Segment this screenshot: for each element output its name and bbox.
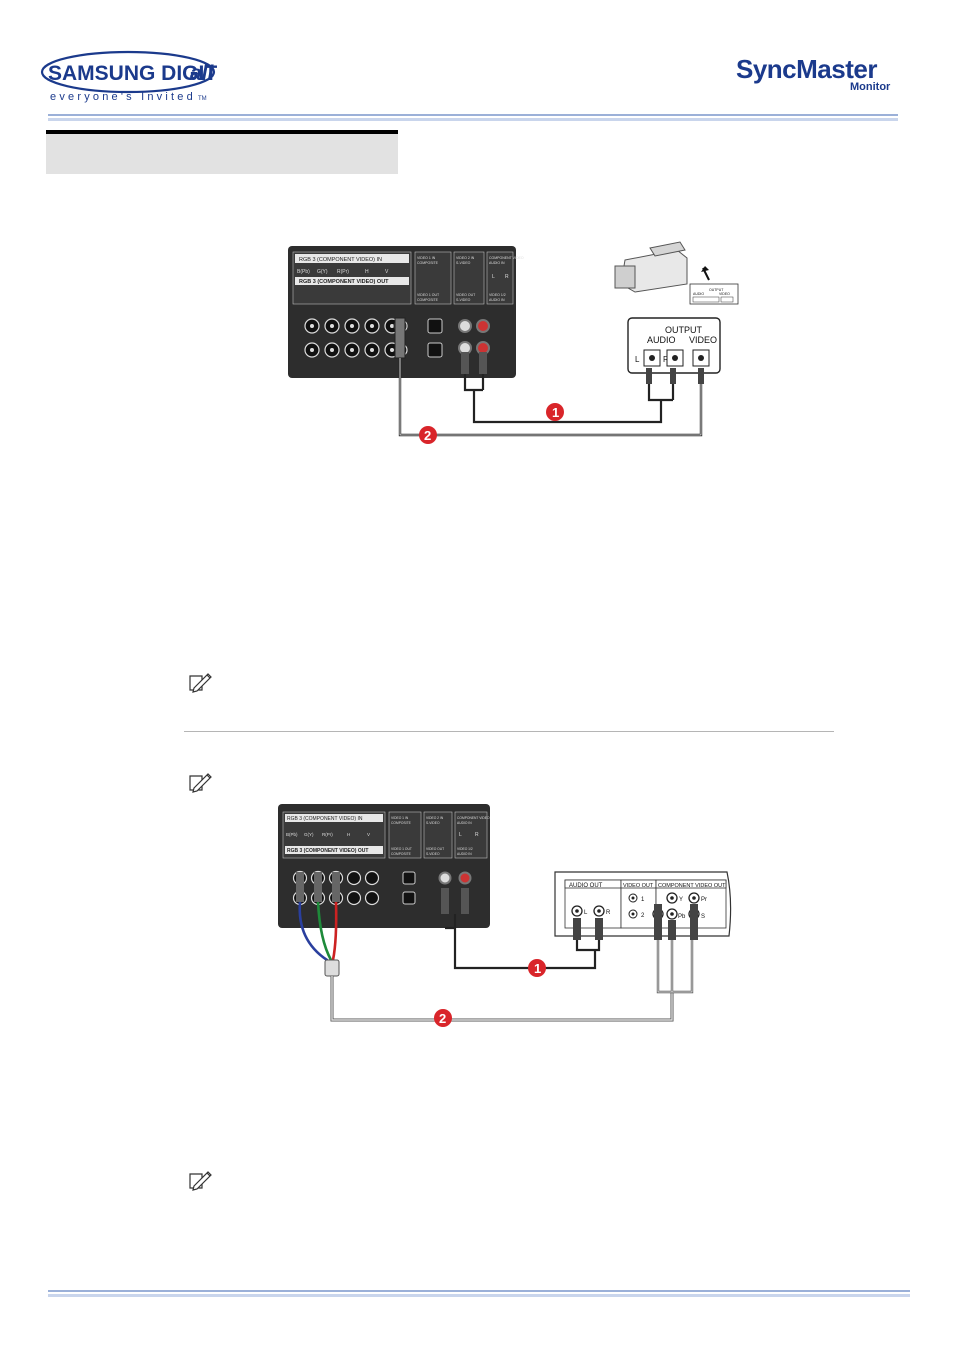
section-title-bar <box>46 130 398 174</box>
port-r: R(Pr) <box>337 269 349 275</box>
cable-1-badge <box>546 403 564 421</box>
camcorder-audio-label: AUDIO <box>647 335 676 345</box>
dvd-pb-label: Pb <box>678 914 686 920</box>
port-g: G(Y) <box>317 269 328 275</box>
camcorder-output-label: OUTPUT <box>665 325 703 335</box>
header-rule <box>48 114 898 116</box>
footer-rule <box>48 1290 910 1292</box>
port-h: H <box>347 832 350 837</box>
syncmaster-monitor-logo: SyncMaster Monitor <box>732 50 912 96</box>
camcorder-r-label: R <box>663 355 669 364</box>
panel-audio-r: R <box>505 274 509 280</box>
port-b: B(Pb) <box>286 832 298 837</box>
camcorder-l-label: L <box>635 355 640 364</box>
cable-1-badge <box>528 959 546 977</box>
port-g: G(Y) <box>304 832 314 837</box>
red-cable <box>331 901 338 961</box>
port-r: R(Pr) <box>322 832 333 837</box>
panel-video2-in: VIDEO 2 IN <box>456 256 475 260</box>
svg-text:AUDIO: AUDIO <box>693 292 704 296</box>
green-cable <box>316 901 333 961</box>
dvd-component-connection-diagram: RGB 3 (COMPONENT VIDEO) IN RGB 3 (COMPON… <box>275 800 745 1030</box>
cable-2-label: 2 <box>439 1011 446 1026</box>
panel-video1-in: VIDEO 1 IN <box>417 256 436 260</box>
panel-video2-out: VIDEO OUT <box>456 293 476 297</box>
panel-composite-in: COMPOSITE <box>391 821 412 825</box>
dvd-component-out-label: COMPONENT VIDEO OUT <box>658 883 726 889</box>
panel-audio-in2: AUDIO IN <box>489 298 505 302</box>
product-main-text: SyncMaster <box>736 54 877 84</box>
samsung-digitall-logo: SAMSUNG DIGIT all everyone's Invited TM <box>40 50 220 106</box>
component-cable <box>330 976 674 1022</box>
note-pencil-icon <box>188 770 214 794</box>
cable-2-badge <box>434 1009 452 1027</box>
camcorder-connection-diagram: RGB 3 (COMPONENT VIDEO) IN RGB 3 (COMPON… <box>285 240 745 450</box>
panel-composite-out: COMPOSITE <box>391 852 412 856</box>
panel-rgb3-in: RGB 3 (COMPONENT VIDEO) IN <box>299 257 382 263</box>
dvd-s-label: S <box>701 914 705 920</box>
panel-video12-audio: VIDEO 1/2 <box>489 293 506 297</box>
section-divider <box>184 731 834 732</box>
panel-audio-l: L <box>459 832 462 838</box>
panel-component-audio: COMPONENT VIDEO <box>457 816 490 820</box>
dvd-r-label: R <box>606 910 611 916</box>
panel-svideo-out: S-VIDEO <box>456 298 471 302</box>
panel-svideo-in: S-VIDEO <box>426 821 440 825</box>
panel-svideo-in: S-VIDEO <box>456 261 471 265</box>
port-v: V <box>385 269 389 275</box>
panel-component-audio: COMPONENT VIDEO <box>489 256 524 260</box>
panel-svideo-out: S-VIDEO <box>426 852 440 856</box>
dvd-v2-label: 2 <box>641 913 645 919</box>
panel-composite-out: COMPOSITE <box>417 298 439 302</box>
audio-cable <box>445 914 601 970</box>
dvd-v1-label: 1 <box>641 897 645 903</box>
header-rule-shadow <box>48 118 898 121</box>
brand-suffix-text: all <box>190 62 215 85</box>
cable-1-label: 1 <box>552 405 559 420</box>
panel-video2-out: VIDEO OUT <box>426 847 444 851</box>
panel-audio-l: L <box>492 274 495 280</box>
footer-rule-shadow <box>48 1294 910 1297</box>
note-pencil-icon <box>188 1168 214 1192</box>
dvd-pr-label: Pr <box>701 897 707 903</box>
panel-video12-audio: VIDEO 1/2 <box>457 847 473 851</box>
dvd-audio-out-label: AUDIO OUT <box>569 883 603 889</box>
dvd-y-label: Y <box>679 897 683 903</box>
audio-cable <box>463 374 675 424</box>
brand-main-text: SAMSUNG DIGIT <box>48 62 217 85</box>
panel-audio-label: AUDIO IN <box>489 261 505 265</box>
port-b: B(Pb) <box>297 269 310 275</box>
panel-video1-in: VIDEO 1 IN <box>391 816 409 820</box>
panel-rgb3-in: RGB 3 (COMPONENT VIDEO) IN <box>287 816 363 822</box>
port-h: H <box>365 269 369 275</box>
panel-video1-out: VIDEO 1 OUT <box>391 847 412 851</box>
panel-audio-in2: AUDIO IN <box>457 852 472 856</box>
svg-text:VIDEO: VIDEO <box>719 292 730 296</box>
dvd-l-label: L <box>584 910 588 916</box>
cable-2-label: 2 <box>424 428 431 443</box>
panel-video1-out: VIDEO 1 OUT <box>417 293 440 297</box>
camcorder-video-label: VIDEO <box>689 335 717 345</box>
svg-text:OUTPUT: OUTPUT <box>709 288 724 292</box>
panel-audio-r: R <box>475 832 479 838</box>
panel-rgb3-out: RGB 3 (COMPONENT VIDEO) OUT <box>287 848 368 854</box>
port-v: V <box>367 832 370 837</box>
camcorder-illustration <box>614 241 710 293</box>
dvd-video-out-label: VIDEO OUT <box>623 883 654 889</box>
panel-rgb3-out: RGB 3 (COMPONENT VIDEO) OUT <box>299 279 389 285</box>
panel-video2-in: VIDEO 2 IN <box>426 816 444 820</box>
product-sub-text: Monitor <box>850 81 891 93</box>
panel-composite-in: COMPOSITE <box>417 261 439 265</box>
tagline-text: everyone's Invited <box>50 91 196 103</box>
cable-2-badge <box>419 426 437 444</box>
note-pencil-icon <box>188 670 214 694</box>
cable-1-label: 1 <box>534 961 541 976</box>
tagline-tm: TM <box>198 96 207 102</box>
panel-audio-label: AUDIO IN <box>457 821 472 825</box>
